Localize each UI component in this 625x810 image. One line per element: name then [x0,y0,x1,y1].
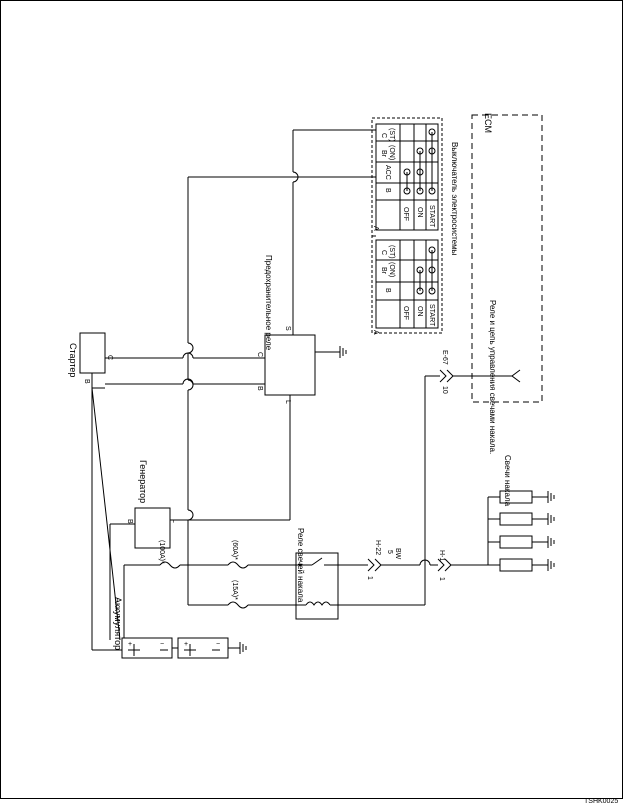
svg-text:E-67: E-67 [441,350,448,365]
fuse-15a-label: (15A)* [231,580,238,600]
battery-plus-1: + [128,641,132,648]
ignition-switch-box [371,117,443,334]
switch-upper-col-a: A [372,226,379,231]
generator-terminal-l: L [171,519,178,523]
battery-label: Аккумулятор [113,597,123,650]
relay-terminal-b: B [256,386,263,391]
svg-text:H-22: H-22 [374,540,381,555]
svg-text:(ON): (ON) [388,145,395,160]
diagram-id: TSHK0025 [584,798,618,805]
svg-text:BW: BW [394,548,401,560]
main-relay-label: Предохранительное реле [264,255,273,351]
svg-text:B: B [384,288,391,293]
fuse-60a-label: (60A)* [231,540,238,560]
fuse-100a [159,561,181,569]
ecm-box [471,114,543,403]
svg-text:1: 1 [438,577,445,581]
svg-text:START: START [428,205,435,228]
ignition-switch-label: Выключатель электросистемы [450,142,459,256]
svg-text:5: 5 [386,550,393,554]
svg-text:OFF: OFF [402,306,409,320]
svg-text:B: B [384,188,391,193]
starter-label: Стартер [68,343,78,377]
svg-text:Br: Br [380,150,387,158]
connector-h22 [367,558,375,572]
switch-table-lower: C (ST) Br (ON) B OFF ON START [375,239,439,329]
svg-text:ACC: ACC [384,165,391,180]
svg-text:ON: ON [416,306,423,317]
battery-plus-2: + [184,641,188,648]
svg-text:(ST): (ST) [388,128,395,142]
relay-terminal-c: C [256,352,263,357]
svg-text:(ON): (ON) [388,262,395,277]
glow-plugs-label: Свечи накала [503,455,512,507]
svg-text:C: C [380,133,387,138]
svg-text:START: START [428,304,435,327]
battery-minus-2: − [216,641,220,648]
starter-box [79,332,106,374]
switch-lower-col-a: A [372,330,379,335]
glow-control-label: Реле и цепь управления свечами накала. [488,300,497,454]
ecm-label: ECM [483,113,493,133]
connector-h1 [437,558,445,572]
fuse-15a [227,601,249,609]
generator-label: Генератор [138,460,148,503]
generator-terminal-b: B [126,519,133,524]
ecm-ground-symbol [511,369,521,383]
svg-text:(ST): (ST) [388,245,395,259]
svg-text:H-1: H-1 [438,550,445,561]
starter-terminal-b: B [83,379,90,384]
svg-text:Br: Br [380,267,387,275]
glow-relay-box [295,552,339,620]
glow-relay-coil [305,601,331,606]
glow-plugs [488,490,555,572]
fuse-100a-label: (100A)* [158,540,165,564]
svg-text:ON: ON [416,207,423,218]
generator-box [134,507,171,549]
svg-text:1: 1 [366,576,373,580]
battery-minus-1: − [160,641,164,648]
switch-table-upper: C (ST) Br (ON) ACC B OFF ON START [375,123,439,231]
svg-text:OFF: OFF [402,207,409,221]
fuse-60a [227,561,249,569]
connector-e67 [439,369,447,383]
svg-text:10: 10 [441,386,448,394]
relay-terminal-l: L [284,400,291,404]
svg-text:C: C [380,250,387,255]
relay-terminal-s: S [284,326,291,331]
main-relay-box [264,334,316,396]
